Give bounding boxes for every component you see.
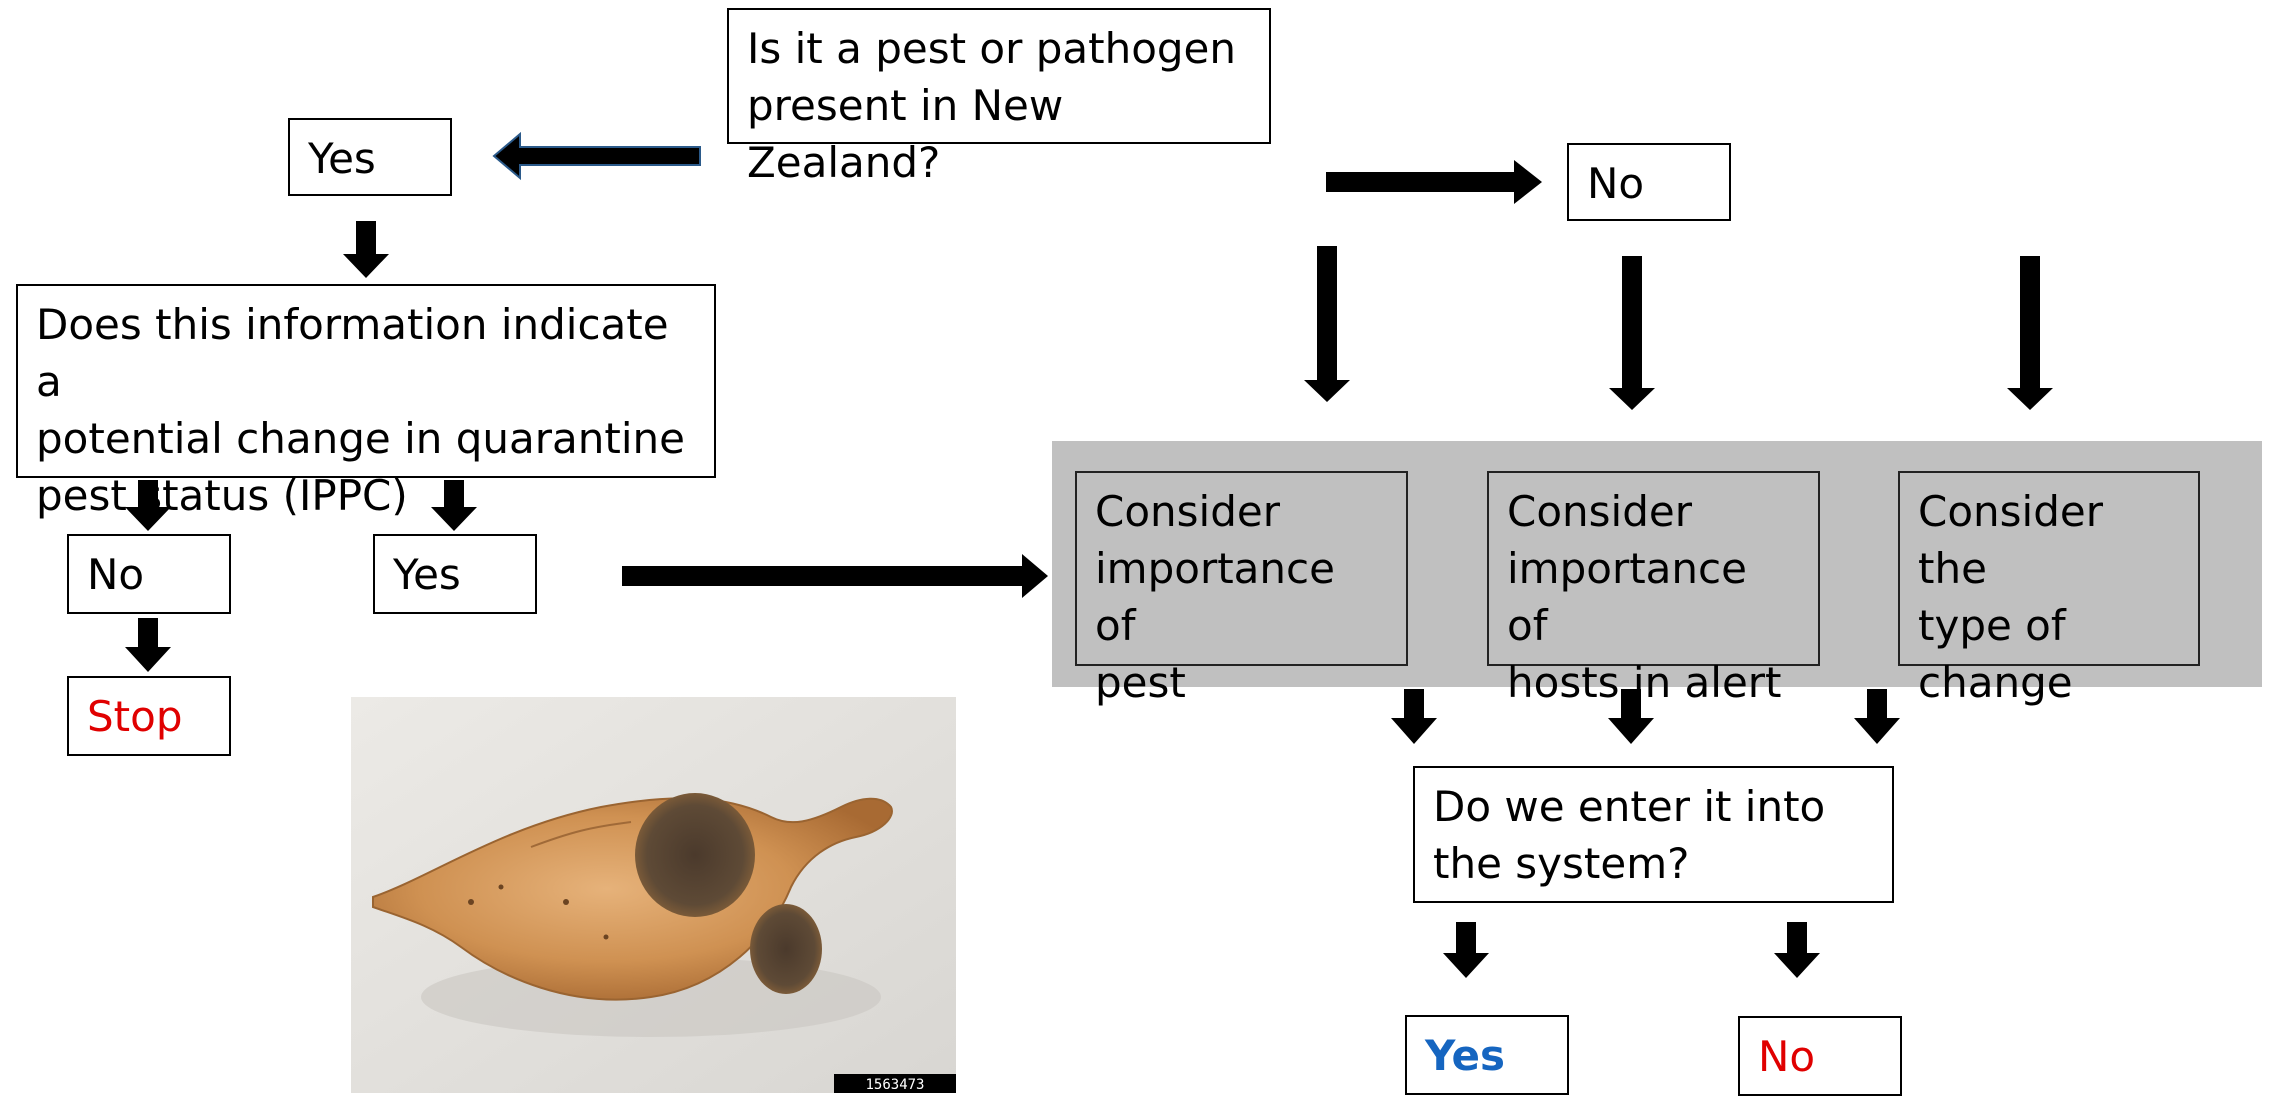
yes-box-final: Yes <box>1405 1015 1569 1095</box>
stop-box: Stop <box>67 676 231 756</box>
arrow-down-to-final-no <box>1774 922 1820 978</box>
arrow-down-to-stop <box>125 618 171 672</box>
arrow-down-to-hosts <box>1609 256 1655 410</box>
photo-id-label: 1563473 <box>865 1077 924 1093</box>
arrow-left-to-yes <box>492 131 701 181</box>
arrow-down-to-final-yes <box>1443 922 1489 978</box>
no-box-quarantine: No <box>67 534 231 614</box>
arrow-down-to-change <box>2007 256 2053 410</box>
sweet-potato-photo: 1563473 <box>351 697 956 1093</box>
arrow-right-to-panel <box>622 554 1048 598</box>
arrow-down-to-no <box>125 480 171 531</box>
yes-box-present: Yes <box>288 118 452 196</box>
arrow-down-yes-to-question <box>343 221 389 278</box>
consider-type-of-change: Consider the type of change <box>1898 471 2200 707</box>
arrow-down-to-pest <box>1304 246 1350 402</box>
question-enter-into-system: Do we enter it into the system? <box>1413 766 1894 903</box>
consider-importance-of-hosts: Consider importance of hosts in alert <box>1487 471 1820 707</box>
consider-importance-of-pest: Consider importance of pest <box>1075 471 1408 707</box>
arrow-down-from-hosts <box>1608 689 1654 744</box>
yes-box-quarantine: Yes <box>373 534 537 614</box>
arrow-down-from-pest <box>1391 689 1437 744</box>
arrow-down-from-change <box>1854 689 1900 744</box>
arrow-right-to-no <box>1326 160 1542 204</box>
no-box-present: No <box>1567 143 1731 221</box>
question-present-in-nz: Is it a pest or pathogen present in New … <box>727 8 1271 187</box>
arrow-down-to-yes <box>431 480 477 531</box>
question-quarantine-status: Does this information indicate a potenti… <box>16 284 716 520</box>
no-box-final: No <box>1738 1016 1902 1096</box>
